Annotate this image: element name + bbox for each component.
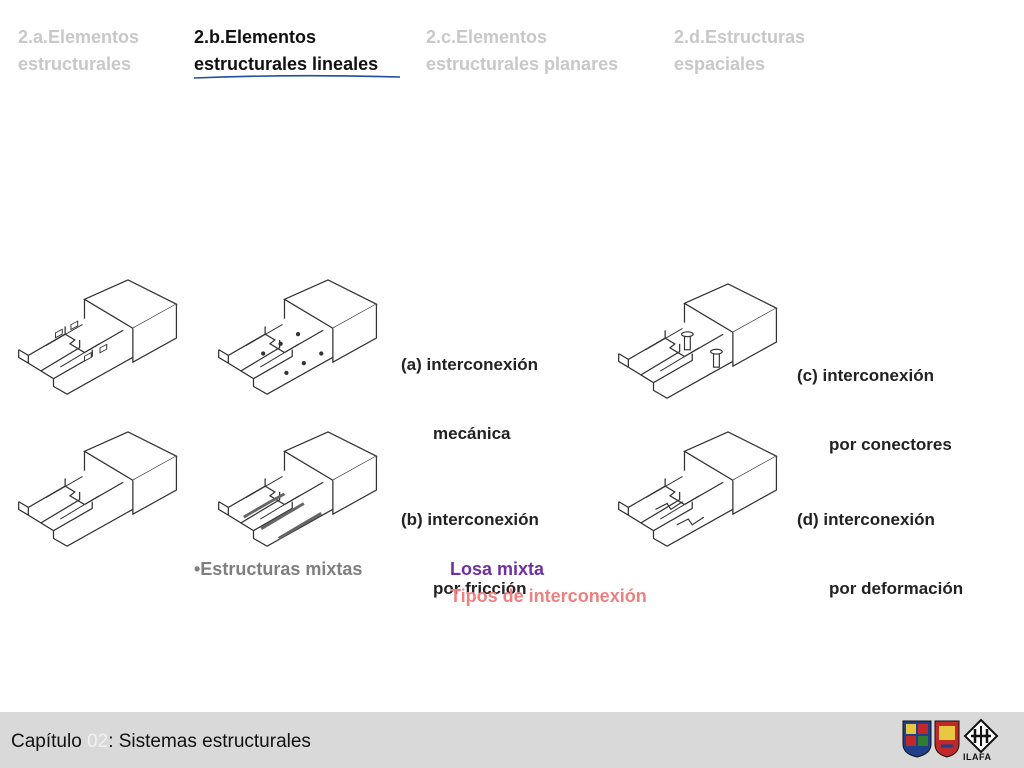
tab-elementos-planares[interactable]: 2.c.Elementos estructurales planares: [426, 24, 618, 78]
caption-b: (b) interconexión por fricción: [401, 462, 539, 623]
footer-chapter-title: Capítulo 02: Sistemas estructurales: [11, 731, 311, 753]
caption-c-line1: (c) interconexión: [797, 366, 934, 385]
tab-label-line1: 2.d.Estructuras: [674, 27, 806, 47]
tab-estructuras-espaciales[interactable]: 2.d.Estructuras espaciales: [674, 24, 805, 78]
tab-label-line2: estructurales: [18, 54, 132, 74]
deck-drawing-plain-top: [18, 279, 178, 395]
tab-label-line1: 2.c.Elementos: [426, 27, 548, 47]
ilafa-logo-icon: [963, 718, 999, 754]
tab-label-line2: estructurales planares: [426, 54, 619, 74]
tab-elementos-lineales[interactable]: 2.b.Elementos estructurales lineales: [194, 24, 378, 78]
caption-c: (c) interconexión por conectores: [797, 318, 952, 479]
caption-d-line1: (d) interconexión: [797, 510, 935, 529]
active-tab-underline: [194, 74, 400, 79]
caption-a-line2: mecánica: [433, 424, 511, 443]
caption-d-line2: por deformación: [829, 579, 964, 598]
caption-a: (a) interconexión mecánica: [401, 307, 538, 468]
caption-c-line2: por conectores: [829, 435, 952, 454]
footer-suffix: : Sistemas estructurales: [108, 731, 311, 752]
link-tipos-interconexion[interactable]: Tipos de interconexión: [450, 586, 647, 606]
bullet-estructuras-mixtas: •Estructuras mixtas: [194, 559, 363, 579]
tab-label-line2: espaciales: [674, 54, 766, 74]
footer-bar: [0, 712, 1024, 768]
link-losa-mixta[interactable]: Losa mixta: [450, 559, 545, 579]
deck-drawing-mechanical: [218, 279, 378, 395]
footer-chapter-number: 02: [87, 731, 109, 752]
deck-drawing-friction: [218, 431, 378, 547]
deck-drawing-connectors: [618, 283, 778, 399]
university-shield-logo: [902, 720, 932, 758]
footer-prefix: Capítulo: [11, 731, 88, 752]
faculty-shield-logo: [934, 720, 960, 758]
tab-label-line1: 2.a.Elementos: [18, 27, 140, 47]
caption-d: (d) interconexión por deformación: [797, 462, 963, 623]
ilafa-logo-text: ILAFA: [963, 752, 992, 762]
deck-drawing-plain-bottom: [18, 431, 178, 547]
caption-b-line2: por fricción: [433, 579, 527, 598]
tab-label-line2: estructurales lineales: [194, 54, 379, 74]
caption-a-line1: (a) interconexión: [401, 355, 538, 374]
caption-b-line1: (b) interconexión: [401, 510, 539, 529]
deck-drawing-deformation: [618, 431, 778, 547]
tab-label-line1: 2.b.Elementos: [194, 27, 317, 47]
tab-elementos-estructurales[interactable]: 2.a.Elementos estructurales: [18, 24, 139, 78]
